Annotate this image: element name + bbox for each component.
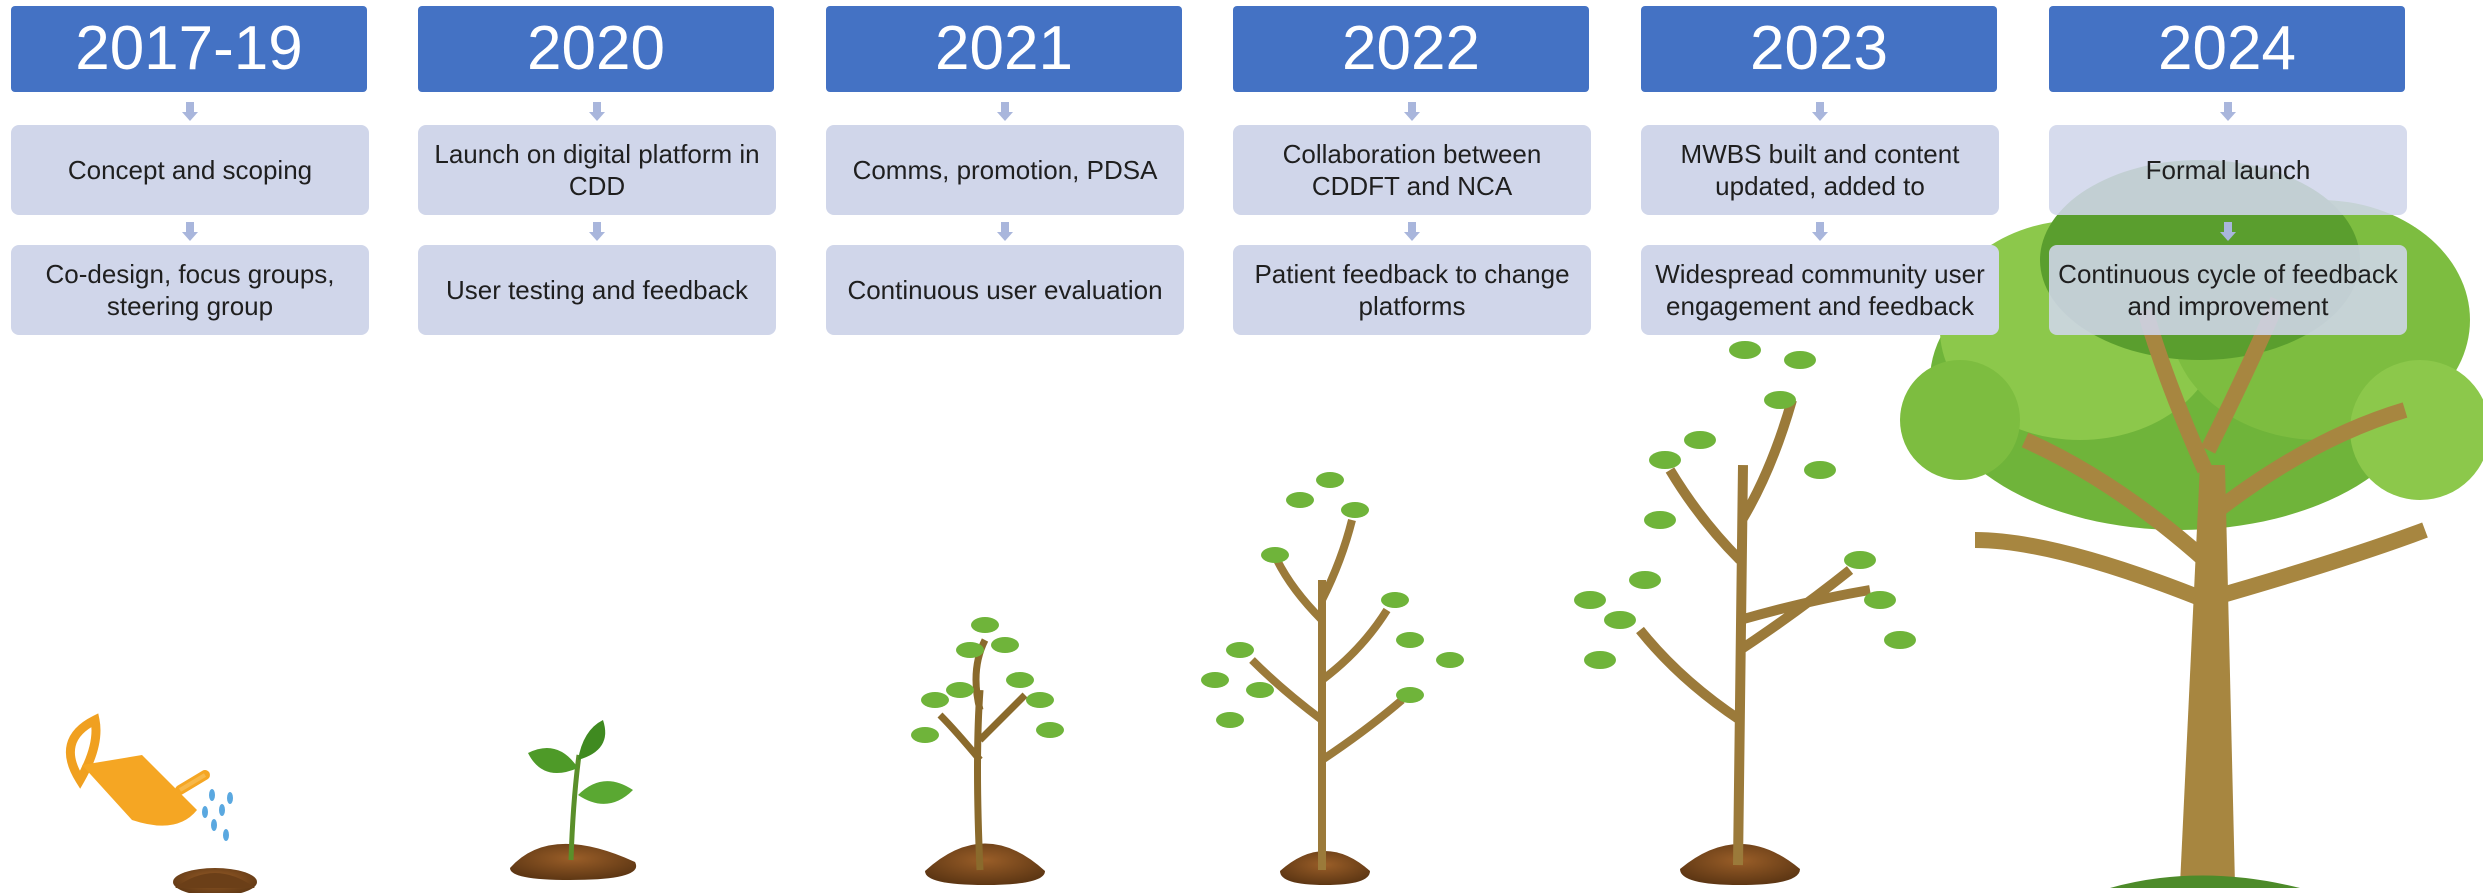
- year-header: 2021: [826, 6, 1182, 92]
- milestone-step-2: Co-design, focus groups, steering group: [11, 245, 369, 335]
- down-arrow-icon: [1404, 222, 1420, 241]
- milestone-step-2: Widespread community user engagement and…: [1641, 245, 1999, 335]
- down-arrow-icon: [182, 222, 198, 241]
- timeline-column-2023: 2023 MWBS built and content updated, add…: [1641, 0, 1999, 893]
- milestone-step-2: Patient feedback to change platforms: [1233, 245, 1591, 335]
- young-tree-icon: [1201, 472, 1464, 885]
- timeline-column-2022: 2022 Collaboration between CDDFT and NCA…: [1233, 0, 1591, 893]
- milestone-step-1: Launch on digital platform in CDD: [418, 125, 776, 215]
- milestone-step-1: Comms, promotion, PDSA: [826, 125, 1184, 215]
- growing-tree-icon: [1574, 341, 1916, 885]
- down-arrow-icon: [997, 222, 1013, 241]
- down-arrow-icon: [997, 102, 1013, 121]
- year-header: 2017-19: [11, 6, 367, 92]
- year-header: 2020: [418, 6, 774, 92]
- timeline-column-2024: 2024 Formal launch Continuous cycle of f…: [2049, 0, 2407, 893]
- down-arrow-icon: [1812, 222, 1828, 241]
- down-arrow-icon: [1404, 102, 1420, 121]
- sapling-icon: [911, 617, 1064, 885]
- milestone-step-1: MWBS built and content updated, added to: [1641, 125, 1999, 215]
- milestone-step-2: Continuous user evaluation: [826, 245, 1184, 335]
- milestone-step-1: Formal launch: [2049, 125, 2407, 215]
- timeline-column-2021: 2021 Comms, promotion, PDSA Continuous u…: [826, 0, 1184, 893]
- timeline-column-2017-19: 2017-19 Concept and scoping Co-design, f…: [11, 0, 369, 893]
- milestone-step-1: Collaboration between CDDFT and NCA: [1233, 125, 1591, 215]
- down-arrow-icon: [1812, 102, 1828, 121]
- milestone-step-2: User testing and feedback: [418, 245, 776, 335]
- down-arrow-icon: [589, 102, 605, 121]
- down-arrow-icon: [182, 102, 198, 121]
- year-header: 2023: [1641, 6, 1997, 92]
- milestone-step-1: Concept and scoping: [11, 125, 369, 215]
- milestone-step-2: Continuous cycle of feedback and improve…: [2049, 245, 2407, 335]
- down-arrow-icon: [2220, 222, 2236, 241]
- year-header: 2022: [1233, 6, 1589, 92]
- seedling-icon: [510, 720, 637, 880]
- timeline-column-2020: 2020 Launch on digital platform in CDD U…: [418, 0, 776, 893]
- watering-can-icon: [65, 713, 257, 893]
- year-header: 2024: [2049, 6, 2405, 92]
- down-arrow-icon: [589, 222, 605, 241]
- down-arrow-icon: [2220, 102, 2236, 121]
